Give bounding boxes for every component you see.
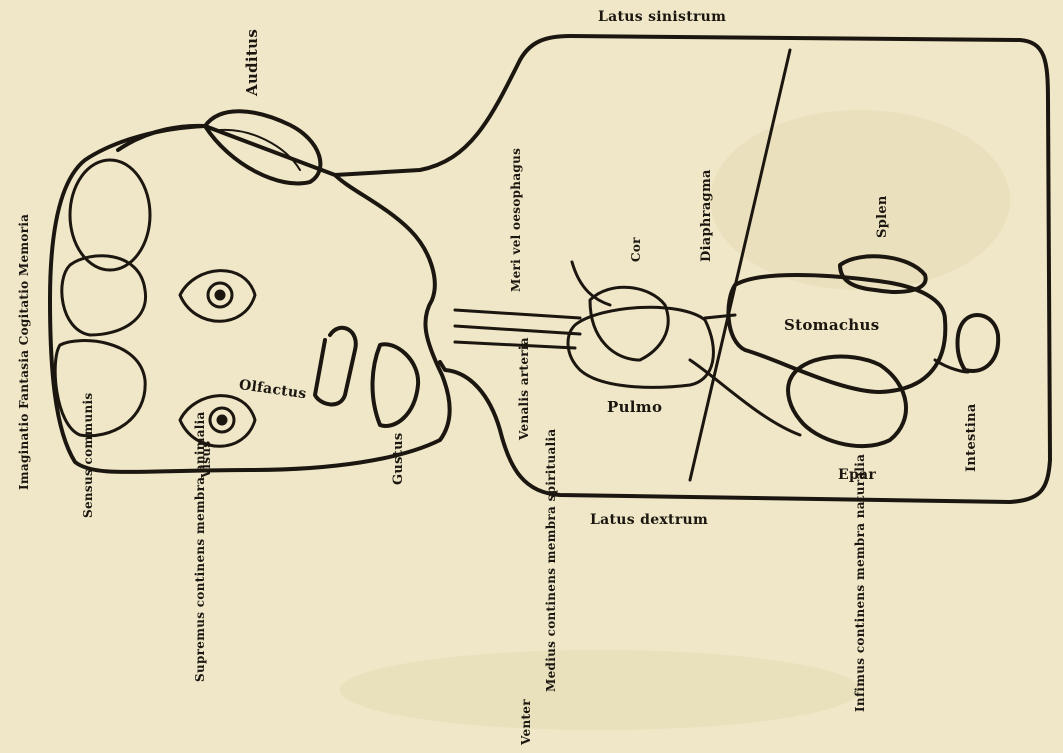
- paper-stain: [340, 650, 860, 730]
- label-auditus: Auditus: [245, 29, 260, 96]
- label-latus-dextrum: Latus dextrum: [590, 513, 708, 527]
- label-splen: Splen: [876, 195, 889, 238]
- label-diaphragma: Diaphragma: [700, 169, 713, 262]
- label-venalis-arteria: Venalis arteria: [518, 337, 530, 440]
- label-sensus-communis: Sensus communis: [82, 393, 94, 518]
- label-gustus: Gustus: [392, 433, 405, 485]
- label-latus-sinistrum: Latus sinistrum: [598, 10, 726, 24]
- label-venter: Venter: [520, 699, 532, 745]
- label-supremus-venter: Supremus continens membra animalia: [194, 411, 206, 682]
- label-pulmo: Pulmo: [607, 400, 662, 415]
- label-stomachus: Stomachus: [784, 318, 879, 333]
- label-medius-venter: Medius continens membra spiritualia: [545, 429, 557, 692]
- label-infimus-venter: Infimus continens membra naturalia: [854, 454, 866, 712]
- label-cor: Cor: [630, 237, 642, 262]
- label-intestina: Intestina: [965, 403, 978, 472]
- label-meri-oesophagus: Meri vel oesophagus: [510, 148, 522, 292]
- label-cogitatio: Imaginatio Fantasia Cogitatio Memoria: [18, 214, 30, 490]
